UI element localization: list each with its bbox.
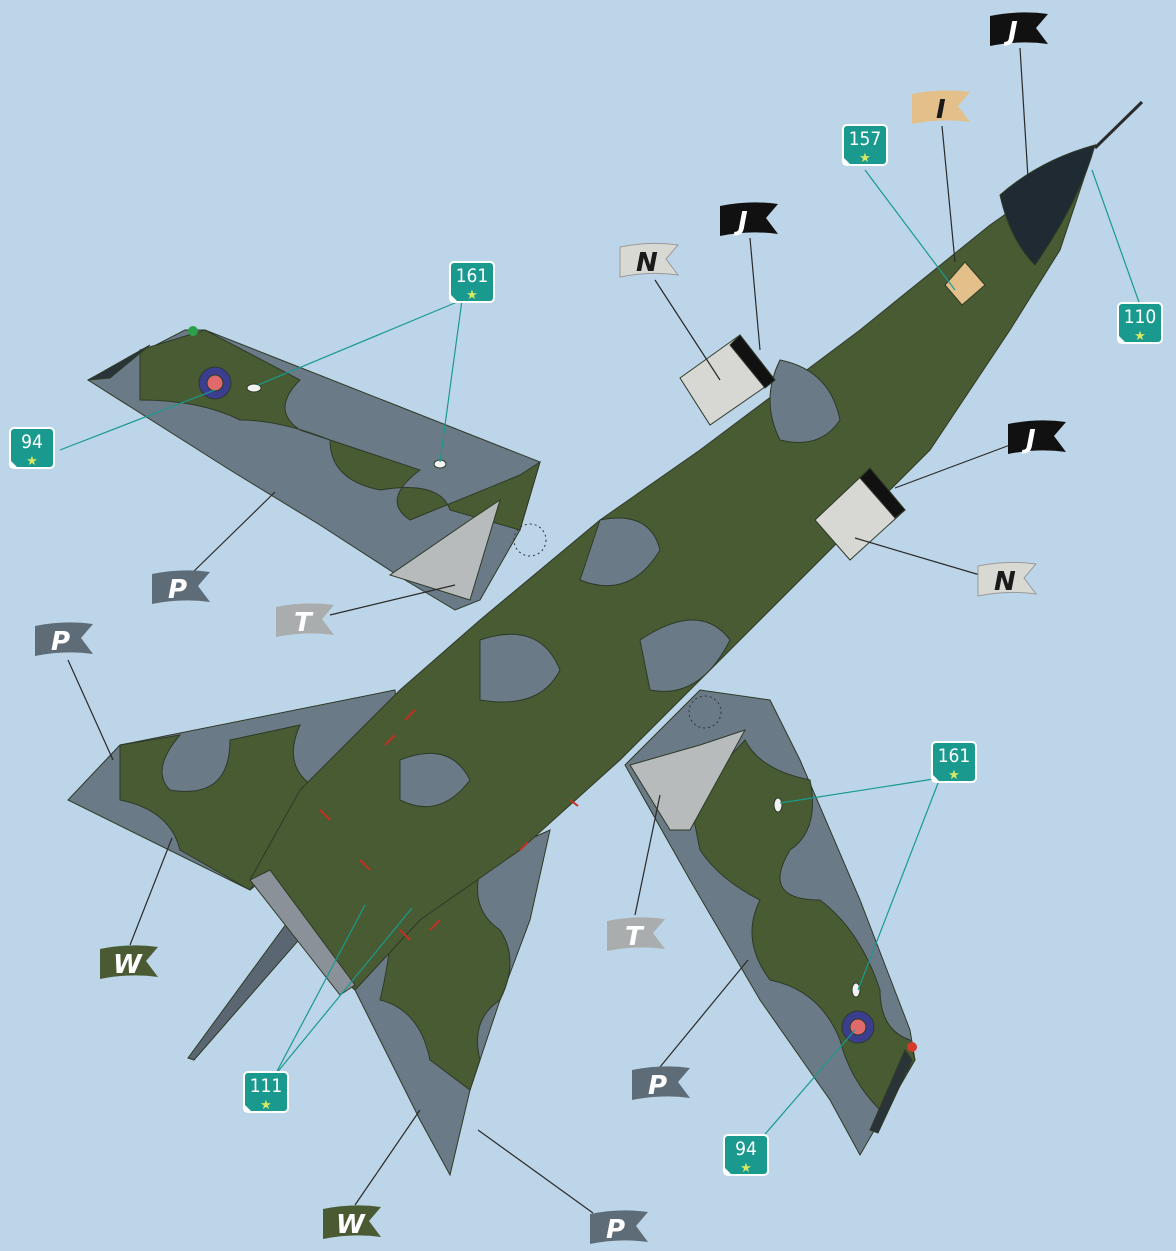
star-icon: ★: [466, 288, 478, 303]
decal-badge-110: 110 ★: [1117, 302, 1163, 344]
flag-shape: [152, 570, 210, 604]
decal-badge-94-left: 94 ★: [9, 427, 55, 469]
left-glove-panel: [388, 498, 501, 601]
decal-badge-94-right: 94 ★: [723, 1134, 769, 1176]
star-icon: ★: [740, 1161, 752, 1176]
flag-n-left-intake: N: [619, 242, 680, 278]
flag-j-right-intake: J: [1008, 420, 1066, 455]
flag-shape: [607, 917, 665, 951]
star-icon: ★: [1134, 329, 1146, 344]
flag-t-left-glove: T: [276, 603, 334, 638]
flag-shape: [276, 603, 334, 637]
roundel-left-wing: [198, 366, 232, 400]
flag-letter: P: [51, 627, 70, 657]
flag-letter: W: [336, 1210, 366, 1240]
roundel-right-wing: [841, 1010, 875, 1044]
flag-j-radome: J: [990, 12, 1048, 47]
star-icon: ★: [26, 454, 38, 469]
decal-badge-157: 157 ★: [842, 124, 888, 166]
fuselage-grey-patch-3: [479, 633, 561, 703]
flag-w-left-tailplane: W: [100, 945, 158, 980]
flag-i-nose-panel: I: [912, 90, 970, 125]
flag-t-right-glove: T: [607, 917, 665, 952]
flag-w-right-tailplane: W: [323, 1205, 381, 1240]
flag-shape: [977, 561, 1038, 597]
nose-panel: [944, 261, 986, 306]
badge-number: 94: [735, 1138, 757, 1160]
flag-j-left-intake: J: [720, 202, 778, 237]
right-intake-lip: [859, 467, 906, 519]
badge-number: 110: [1124, 306, 1157, 328]
flag-shape: [990, 12, 1048, 46]
leader-lines: [59, 47, 1141, 1214]
right-glove-panel: [629, 729, 747, 831]
badge-number: 161: [456, 265, 489, 287]
badge-number: 157: [849, 128, 882, 150]
flag-letter: I: [936, 95, 946, 125]
exhaust: [249, 869, 356, 996]
fuselage-grey-patch-2: [579, 517, 661, 587]
flag-letter: T: [294, 608, 314, 638]
left-intake-lip: [729, 334, 776, 389]
flag-letter: N: [636, 248, 658, 278]
flag-shape: [632, 1066, 690, 1100]
flag-shape: [323, 1205, 381, 1239]
flag-shape: [720, 202, 778, 236]
pitot-probe: [1093, 100, 1144, 150]
flag-letter: P: [168, 575, 187, 605]
flag-shape: [35, 622, 93, 656]
aircraft: [67, 100, 1144, 1177]
flag-letter: N: [994, 567, 1016, 597]
flag-shape: [912, 90, 970, 124]
decal-badge-161-right: 161 ★: [931, 741, 977, 783]
flag-shape: [100, 945, 158, 979]
flag-p-left-wing: P: [152, 570, 210, 605]
flag-letter: P: [606, 1215, 625, 1245]
flag-shape: [590, 1210, 648, 1244]
red-stencils: [319, 709, 579, 941]
fuselage-grey-patch-4: [639, 619, 731, 692]
flag-letter: W: [113, 950, 143, 980]
badge-number: 161: [938, 745, 971, 767]
decal-badge-111: 111 ★: [243, 1071, 289, 1113]
stencil-left-1: [246, 383, 262, 393]
decal-badge-161-left: 161 ★: [449, 261, 495, 303]
flag-letter: P: [648, 1071, 667, 1101]
badge-number: 94: [21, 431, 43, 453]
radome: [999, 144, 1096, 266]
fuselage-grey-patch-1: [769, 359, 841, 443]
flag-shape: [1008, 420, 1066, 454]
star-icon: ★: [260, 1098, 272, 1113]
stencil-right-1: [773, 797, 783, 813]
flag-p-right-tailplane: P: [590, 1210, 648, 1245]
stencil-right-2: [851, 982, 861, 998]
left-wing-camo: [139, 329, 541, 531]
star-icon: ★: [859, 151, 871, 166]
flag-letter: T: [625, 922, 645, 952]
flag-p-left-tailplane: P: [35, 622, 93, 657]
star-icon: ★: [948, 768, 960, 783]
fuselage-grey-patch-5: [399, 752, 471, 808]
flag-n-right-intake: N: [977, 561, 1038, 597]
flag-shape: [619, 242, 680, 278]
badge-number: 111: [250, 1075, 283, 1097]
flag-p-right-wing: P: [632, 1066, 690, 1101]
